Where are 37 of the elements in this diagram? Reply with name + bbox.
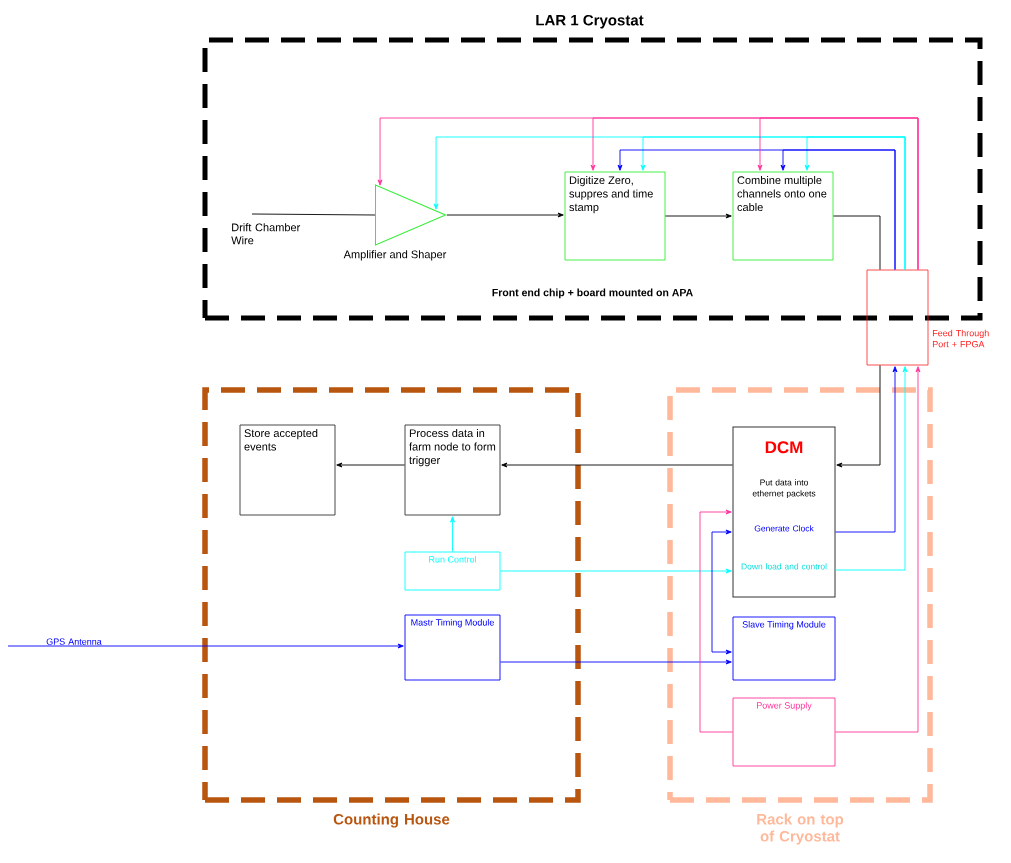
bare-label: GPS Antenna (46, 638, 102, 645)
arrow (835, 366, 921, 733)
module-box: Power Supply (732, 697, 836, 767)
group-title: LAR 1 Cryostat (536, 14, 644, 29)
process-box: Store accepted events (239, 424, 336, 516)
group-title: Counting House (333, 813, 450, 828)
arrow (699, 509, 733, 733)
module-box: Slave Timing Module (732, 616, 836, 681)
module-function: Generate Clock (754, 525, 814, 532)
component-label: Feed Through Port + FPGA (932, 329, 989, 348)
arrow (500, 568, 732, 574)
bare-label: Drift Chamber Wire (231, 223, 301, 245)
module-box: Run Control (404, 551, 501, 591)
arrow (500, 659, 732, 665)
module-function: Down load and control (741, 563, 827, 570)
arrow (7, 643, 404, 649)
arrow (804, 136, 906, 271)
arrow (835, 366, 898, 533)
arrow (711, 529, 732, 655)
group-title: Rack on top of Cryostat (757, 813, 844, 845)
arrow (836, 364, 881, 468)
arrow (665, 213, 732, 219)
module-function: Put data into ethernet packets (752, 479, 816, 499)
process-box: Process data in farm node to form trigger (404, 424, 501, 516)
process-box: Digitize Zero, suppres and time stamp (564, 171, 666, 261)
arrow (835, 366, 908, 571)
group-caption: Front end chip + board mounted on APA (492, 288, 693, 299)
arrow (446, 212, 564, 218)
arrow (450, 516, 455, 552)
arrow (336, 462, 405, 468)
module-box: Mastr Timing Module (404, 614, 501, 681)
component-label: Amplifier and Shaper (343, 250, 447, 261)
arrow (501, 462, 733, 468)
process-box: Combine multiple channels onto one cable (732, 171, 834, 261)
arrow (780, 149, 896, 271)
module-title: DCM (765, 441, 803, 454)
arrow (757, 117, 919, 271)
